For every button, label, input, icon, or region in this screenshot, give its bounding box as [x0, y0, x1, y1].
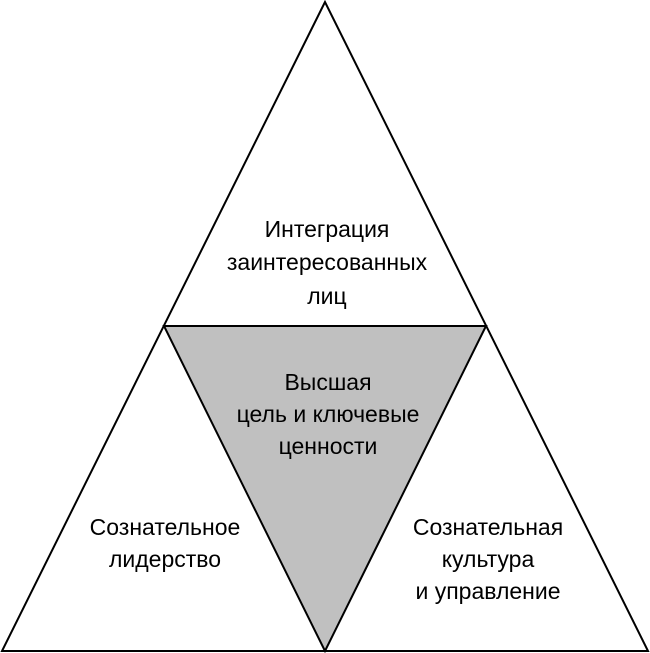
label-line: заинтересованных [227, 249, 428, 275]
label-line: лидерство [109, 546, 221, 572]
label-line: лиц [307, 283, 346, 309]
top-section-label: Интеграция заинтересованных лиц [227, 216, 428, 309]
label-line: Интеграция [265, 216, 390, 242]
label-line: Сознательная [413, 514, 563, 540]
label-line: цель и ключевые [237, 401, 420, 427]
left-section-label: Сознательное лидерство [90, 514, 241, 572]
label-line: Сознательное [90, 514, 241, 540]
label-line: и управление [415, 578, 560, 604]
center-section-label: Высшая цель и ключевые ценности [237, 369, 420, 459]
label-line: Высшая [284, 369, 371, 395]
label-line: культура [442, 546, 535, 572]
right-section-label: Сознательная культура и управление [413, 514, 563, 604]
label-line: ценности [279, 433, 378, 459]
center-triangle [162, 325, 488, 653]
